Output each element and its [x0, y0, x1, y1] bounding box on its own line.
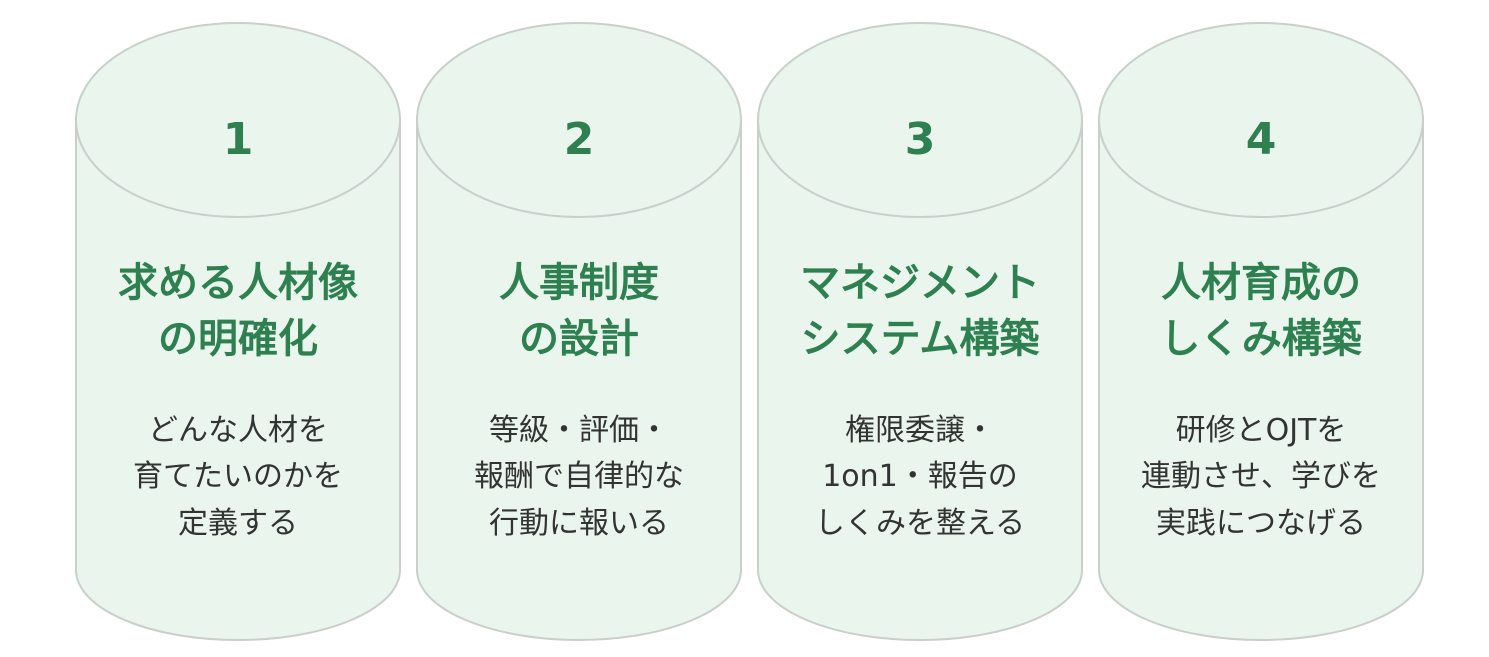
pillar-3-description-line-1: 権限委譲・: [845, 413, 995, 448]
pillar-3-body: [757, 119, 1083, 641]
pillar-1-title-line-2: の明確化: [158, 316, 318, 362]
pillar-3-title-line-1: マネジメント: [800, 260, 1040, 306]
pillar-3-description-line-2: 1on1・報告の: [822, 459, 1018, 494]
pillar-2-description-line-1: 等級・評価・: [489, 413, 669, 448]
pillar-4-title-line-2: しくみ構築: [1160, 316, 1363, 362]
pillar-1-number: 1: [223, 114, 254, 165]
pillar-1: 1 求める人材像 の明確化 どんな人材を 育てたいのかを 定義する: [75, 22, 401, 641]
pillar-1-description-line-3: 定義する: [178, 506, 298, 541]
pillar-4-description-line-2: 連動させ、学びを: [1141, 459, 1381, 494]
pillar-3-description-line-3: しくみを整える: [815, 506, 1025, 541]
pillar-1-description-line-1: どんな人材を: [148, 413, 328, 448]
pillar-4: 4 人材育成の しくみ構築 研修とOJTを 連動させ、学びを 実践につなげる: [1098, 22, 1424, 641]
pillar-2-description-line-2: 報酬で自律的な: [474, 459, 684, 494]
pillar-2-title-line-1: 人事制度: [499, 260, 659, 306]
pillar-2-number: 2: [564, 114, 595, 165]
pillar-2-title-line-2: の設計: [519, 316, 639, 362]
pillar-4-description-line-3: 実践につなげる: [1156, 506, 1366, 541]
pillar-3-top: [757, 22, 1083, 218]
pillar-4-description-line-1: 研修とOJTを: [1176, 413, 1347, 448]
pillar-2: 2 人事制度 の設計 等級・評価・ 報酬で自律的な 行動に報いる: [416, 22, 742, 641]
pillar-2-description-line-3: 行動に報いる: [489, 506, 669, 541]
pillar-1-top: [75, 22, 401, 218]
pillar-1-body: [75, 119, 401, 641]
pillar-4-top: [1098, 22, 1424, 218]
pillar-1-title-line-1: 求める人材像: [118, 260, 358, 306]
pillar-4-number: 4: [1246, 114, 1277, 165]
pillar-4-body: [1098, 119, 1424, 641]
pillar-1-description-line-2: 育てたいのかを: [133, 459, 343, 494]
pillar-3-number: 3: [905, 114, 936, 165]
pillar-2-body: [416, 119, 742, 641]
pillar-2-top: [416, 22, 742, 218]
pillar-3: 3 マネジメント システム構築 権限委譲・ 1on1・報告の しくみを整える: [757, 22, 1083, 641]
pillar-3-title-line-2: システム構築: [801, 316, 1041, 362]
pillar-4-title-line-1: 人材育成の: [1161, 260, 1361, 306]
